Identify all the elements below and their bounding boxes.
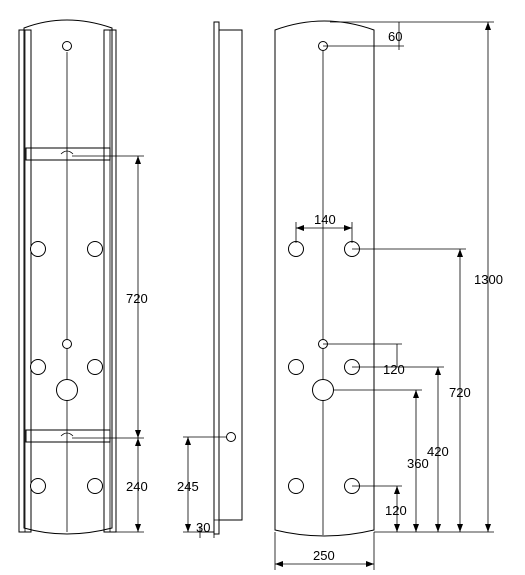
- front-hole-big: [56, 379, 78, 401]
- dim-back-140: 140: [314, 212, 336, 227]
- dim-side-30: 30: [196, 520, 210, 535]
- dim-back-420: 420: [427, 444, 449, 459]
- dim-back-250: 250: [313, 548, 335, 563]
- dim-back-1300: 1300: [474, 272, 503, 287]
- front-hole-row1-right: [87, 241, 103, 257]
- back-plate-outline: [274, 20, 375, 537]
- back-view: 60 140 1300 720 120 420: [274, 20, 503, 570]
- back-hole-row1-left: [288, 241, 304, 257]
- front-view: 720 240: [18, 19, 148, 535]
- side-plate: [213, 21, 220, 535]
- front-hole-row3-right: [87, 478, 103, 494]
- front-upper-notch: [60, 150, 74, 155]
- front-lower-notch: [60, 432, 74, 437]
- dim-side-245: 245: [177, 479, 199, 494]
- dim-front-240: 240: [126, 479, 148, 494]
- side-channel: [218, 29, 243, 521]
- back-hole-big: [312, 379, 334, 401]
- front-hole-row2-left: [30, 359, 46, 375]
- front-plate-outline: [23, 19, 113, 535]
- front-hole-row2-right: [87, 359, 103, 375]
- dim-back-720: 720: [449, 385, 471, 400]
- back-hole-row3-left: [288, 478, 304, 494]
- dim-back-mid-120: 120: [383, 362, 405, 377]
- front-lower-crossbar: [25, 429, 111, 443]
- front-upper-crossbar: [25, 147, 111, 161]
- side-mount-hole: [226, 432, 236, 442]
- front-hole-row1-left: [30, 241, 46, 257]
- dim-back-bottom-120: 120: [385, 503, 407, 518]
- back-hole-row2-left: [288, 359, 304, 375]
- side-view: 245 30: [177, 21, 243, 538]
- front-hole-row3-left: [30, 478, 46, 494]
- dim-front-720: 720: [126, 291, 148, 306]
- front-hole-top: [62, 41, 72, 51]
- dim-back-360: 360: [407, 456, 429, 471]
- dim-back-60: 60: [388, 29, 402, 44]
- front-hole-mid-small: [62, 339, 72, 349]
